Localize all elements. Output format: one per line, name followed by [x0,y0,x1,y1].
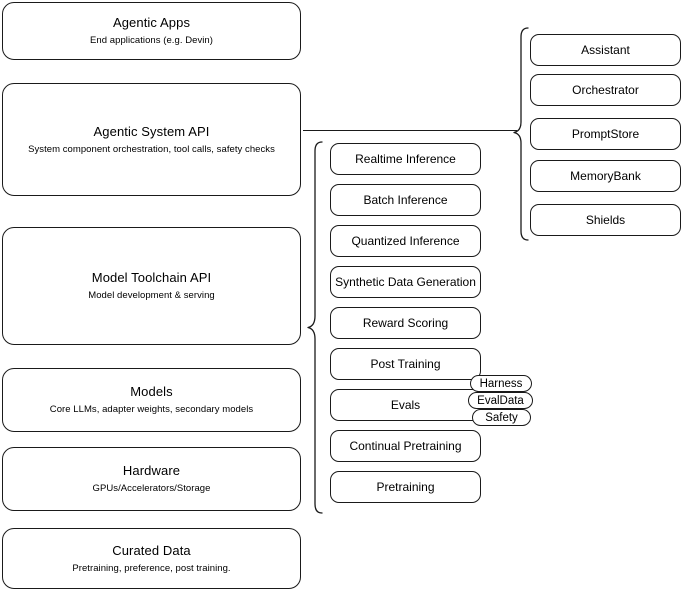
pill-label: Safety [485,411,518,424]
evals-subcomponent-harness[interactable]: Harness [470,375,532,392]
agentic-component-shields[interactable]: Shields [530,204,681,236]
chip-label: Batch Inference [363,192,448,207]
toolchain-capability-evals[interactable]: Evals [330,389,481,421]
stack-layer-subtitle: Pretraining, preference, post training. [72,562,231,574]
toolchain-capability-continual-pretraining[interactable]: Continual Pretraining [330,430,481,462]
evals-subcomponent-safety[interactable]: Safety [472,409,531,426]
chip-label: Post Training [370,356,441,371]
agentic-component-memorybank[interactable]: MemoryBank [530,160,681,192]
stack-layer-curated-data[interactable]: Curated Data Pretraining, preference, po… [2,528,301,589]
chip-label: MemoryBank [570,168,641,183]
toolchain-capability-batch-inference[interactable]: Batch Inference [330,184,481,216]
chip-label: Shields [585,212,626,227]
stack-layer-model-toolchain-api[interactable]: Model Toolchain API Model development & … [2,227,301,345]
toolchain-capability-realtime-inference[interactable]: Realtime Inference [330,143,481,175]
chip-label: Pretraining [376,479,435,494]
agentic-component-assistant[interactable]: Assistant [530,34,681,66]
chip-label: Reward Scoring [362,315,449,330]
chip-label: Evals [390,397,421,412]
pill-label: Harness [479,377,523,390]
chip-label: Realtime Inference [355,151,456,166]
toolchain-capability-synthetic-data-generation[interactable]: Synthetic Data Generation [330,266,481,298]
pill-label: EvalData [477,394,524,407]
toolchain-brace [306,140,324,515]
toolchain-capability-reward-scoring[interactable]: Reward Scoring [330,307,481,339]
chip-label: Continual Pretraining [349,438,462,453]
agentic-component-orchestrator[interactable]: Orchestrator [530,74,681,106]
chip-label: Quantized Inference [351,233,460,248]
stack-layer-title: Models [130,384,173,399]
evals-subcomponent-evaldata[interactable]: EvalData [468,392,533,409]
agentic-components-brace [512,26,530,242]
chip-label: Orchestrator [572,82,639,97]
toolchain-capability-quantized-inference[interactable]: Quantized Inference [330,225,481,257]
toolchain-capability-pretraining[interactable]: Pretraining [330,471,481,503]
stack-layer-subtitle: Core LLMs, adapter weights, secondary mo… [49,404,254,415]
stack-layer-title: Curated Data [112,542,191,558]
stack-layer-agentic-system-api[interactable]: Agentic System API System component orch… [2,83,301,196]
stack-layer-title: Hardware [122,463,181,478]
agentic-component-promptstore[interactable]: PromptStore [530,118,681,150]
stack-layer-subtitle: End applications (e.g. Devin) [90,35,213,46]
toolchain-capability-post-training[interactable]: Post Training [330,348,481,380]
stack-layer-subtitle: Model development & serving [88,290,215,301]
stack-layer-title: Model Toolchain API [91,270,212,285]
stack-layer-models[interactable]: Models Core LLMs, adapter weights, secon… [2,368,301,432]
stack-layer-subtitle: System component orchestration, tool cal… [28,143,275,155]
stack-layer-title: Agentic System API [93,123,210,139]
stack-layer-subtitle: GPUs/Accelerators/Storage [92,483,211,494]
stack-layer-hardware[interactable]: Hardware GPUs/Accelerators/Storage [2,447,301,511]
chip-label: PromptStore [571,126,640,141]
stack-layer-agentic-apps[interactable]: Agentic Apps End applications (e.g. Devi… [2,2,301,60]
agentic-system-connector-line [303,130,517,132]
chip-label: Synthetic Data Generation [335,274,476,289]
stack-layer-title: Agentic Apps [112,15,191,30]
chip-label: Assistant [581,42,630,57]
